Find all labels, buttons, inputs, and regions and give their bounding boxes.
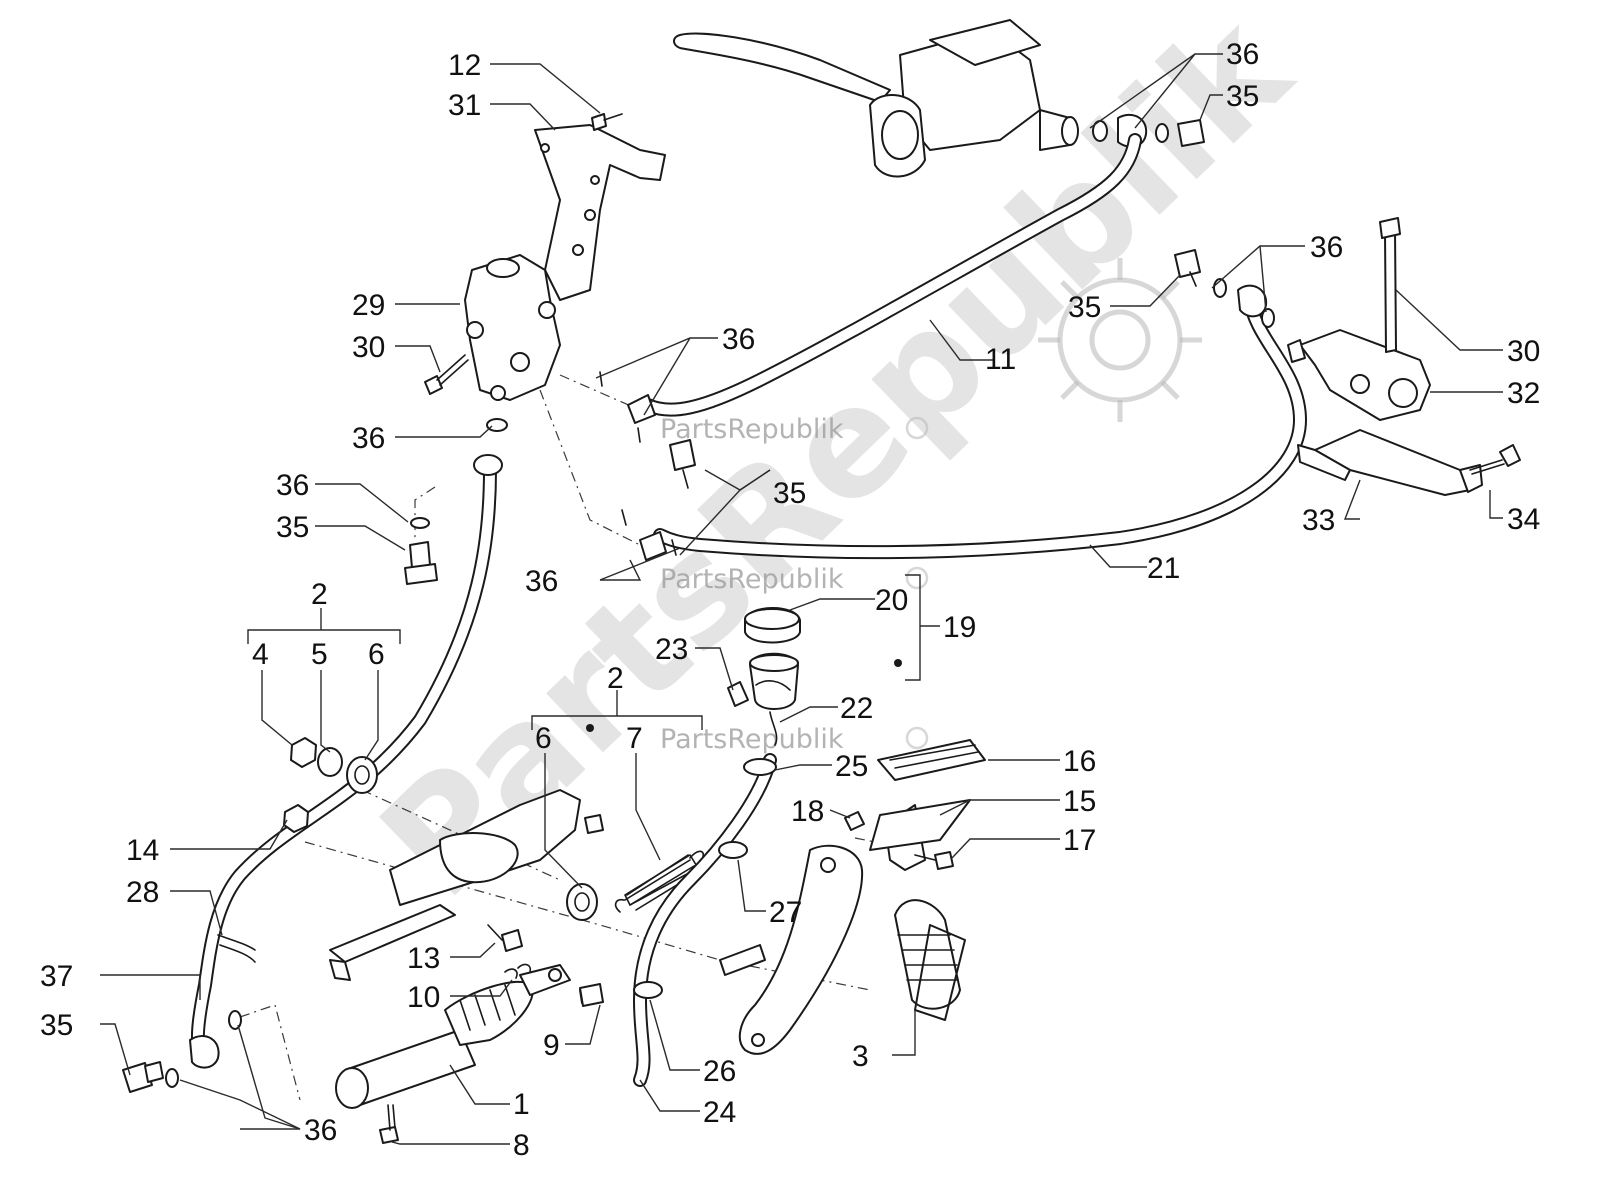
callout-12: 12 bbox=[448, 49, 481, 82]
brake-valve-29 bbox=[464, 254, 561, 401]
svg-text:PartsRepublik: PartsRepublik bbox=[660, 564, 844, 595]
screw-30-left bbox=[424, 354, 469, 395]
brake-hose-21 bbox=[653, 284, 1307, 560]
washer-36-valve bbox=[486, 418, 508, 432]
washers-4-5-6 bbox=[290, 737, 378, 794]
callout-27: 27 bbox=[769, 896, 802, 929]
callout-3: 3 bbox=[852, 1040, 869, 1073]
callout-2: 2 bbox=[607, 662, 624, 695]
callout-34: 34 bbox=[1507, 503, 1540, 536]
callout-25: 25 bbox=[835, 750, 868, 783]
callout-6: 6 bbox=[535, 722, 552, 755]
callout-21: 21 bbox=[1147, 552, 1180, 585]
screw-12 bbox=[591, 113, 623, 131]
callout-13: 13 bbox=[407, 942, 440, 975]
callout-19: 19 bbox=[943, 611, 976, 644]
callout-35: 35 bbox=[276, 511, 309, 544]
callout-2: 2 bbox=[311, 578, 328, 611]
rubber-boot-3 bbox=[894, 899, 966, 1021]
callout-5: 5 bbox=[311, 638, 328, 671]
callout-30: 30 bbox=[1507, 335, 1540, 368]
pipe-end-lower bbox=[621, 509, 677, 561]
svg-text:PartsRepublik: PartsRepublik bbox=[660, 724, 844, 755]
banjo-bolt-35-mid bbox=[669, 439, 696, 489]
callout-7: 7 bbox=[626, 722, 643, 755]
reservoir-assembly bbox=[586, 607, 902, 746]
callout-36: 36 bbox=[276, 469, 309, 502]
callout-35: 35 bbox=[40, 1009, 73, 1042]
reservoir-hose-24 bbox=[633, 753, 777, 1087]
callout-23: 23 bbox=[655, 633, 688, 666]
callout-31: 31 bbox=[448, 89, 481, 122]
bushing-6 bbox=[566, 883, 598, 921]
callout-33: 33 bbox=[1302, 504, 1335, 537]
callout-35: 35 bbox=[1068, 291, 1101, 324]
callout-36: 36 bbox=[722, 323, 755, 356]
front-brake-lever-assembly bbox=[673, 19, 1079, 178]
callout-18: 18 bbox=[791, 795, 824, 828]
brake-hose-11 bbox=[641, 133, 1142, 417]
pedal-bracket bbox=[329, 789, 604, 981]
callout-11: 11 bbox=[985, 343, 1016, 376]
callout-36: 36 bbox=[1226, 38, 1259, 71]
callout-32: 32 bbox=[1507, 377, 1540, 410]
callout-26: 26 bbox=[703, 1055, 736, 1088]
callout-8: 8 bbox=[513, 1129, 530, 1162]
watermark-tag-2: PartsRepublik bbox=[660, 564, 929, 595]
callout-35: 35 bbox=[1226, 80, 1259, 113]
gear-icon bbox=[1038, 258, 1202, 422]
pipe-end-upper bbox=[599, 371, 656, 443]
callout-6: 6 bbox=[368, 638, 385, 671]
callout-36: 36 bbox=[352, 422, 385, 455]
callout-35: 35 bbox=[773, 477, 806, 510]
callout-37: 37 bbox=[40, 960, 73, 993]
nut-14 bbox=[283, 804, 309, 833]
leader-lines bbox=[100, 53, 1503, 1145]
rear-caliper-assembly bbox=[1174, 217, 1521, 496]
banjo-fitting-rear bbox=[122, 1010, 242, 1093]
callout-22: 22 bbox=[840, 692, 873, 725]
callout-4: 4 bbox=[252, 638, 269, 671]
callout-1: 1 bbox=[513, 1088, 530, 1121]
master-cylinder-1 bbox=[335, 963, 603, 1109]
bracket-31 bbox=[534, 124, 666, 301]
callout-15: 15 bbox=[1063, 785, 1096, 818]
callout-20: 20 bbox=[875, 584, 908, 617]
screw-8 bbox=[379, 1104, 399, 1144]
callout-30: 30 bbox=[352, 331, 385, 364]
callout-29: 29 bbox=[352, 289, 385, 322]
callout-36: 36 bbox=[525, 565, 558, 598]
callout-10: 10 bbox=[407, 981, 440, 1014]
clip-10 bbox=[504, 968, 518, 979]
callout-9: 9 bbox=[543, 1029, 560, 1062]
screw-13 bbox=[487, 924, 523, 952]
screw-9-pin bbox=[579, 983, 604, 1007]
callout-24: 24 bbox=[703, 1096, 736, 1129]
callout-14: 14 bbox=[126, 834, 159, 867]
callout-17: 17 bbox=[1063, 824, 1096, 857]
brake-pedal bbox=[719, 739, 986, 1055]
callout-labels: 1 2 2 3 4 5 6 6 7 8 9 10 11 12 13 14 15 … bbox=[40, 38, 1540, 1162]
watermark-tag-3: PartsRepublik bbox=[660, 724, 929, 755]
banjo-bolt-35-left bbox=[404, 517, 438, 585]
callout-36: 36 bbox=[1310, 231, 1343, 264]
callout-28: 28 bbox=[126, 876, 159, 909]
callout-36: 36 bbox=[304, 1114, 337, 1147]
callout-16: 16 bbox=[1063, 745, 1096, 778]
